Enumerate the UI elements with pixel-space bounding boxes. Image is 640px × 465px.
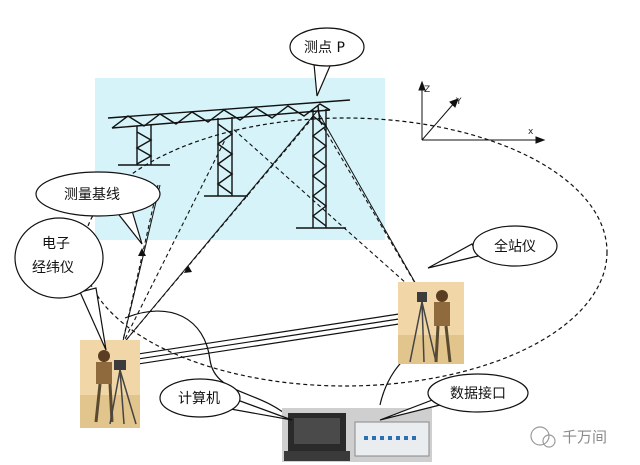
axis-y-label: Y <box>455 97 462 107</box>
sight-arrow-mid <box>184 265 192 273</box>
point-p-label: 测点 P <box>304 40 345 56</box>
wechat-icon <box>530 426 550 446</box>
total-station-photo <box>398 282 464 364</box>
baseline-label: 测量基线 <box>64 186 120 203</box>
structure-background <box>95 78 385 240</box>
axis-x-label: x <box>528 127 534 137</box>
callout-data-interface <box>379 373 529 421</box>
theodolite-label-line2: 经纬仪 <box>32 260 74 276</box>
callout-baseline <box>35 171 161 245</box>
cable-left <box>124 310 291 419</box>
coordinate-axes <box>418 80 546 144</box>
instrument-rays <box>121 109 426 346</box>
watermark <box>530 426 556 448</box>
callout-total-station <box>427 225 558 269</box>
computer-photo <box>282 408 432 462</box>
computer-label: 计算机 <box>178 391 220 407</box>
base-line <box>124 309 426 367</box>
data-interface-label: 数据接口 <box>450 385 506 402</box>
callout-theodolite <box>14 217 107 351</box>
theodolite-photo <box>80 340 140 428</box>
watermark-text: 千万间 <box>562 428 607 446</box>
theodolite-label-line1: 电子 <box>42 236 70 252</box>
callout-computer <box>159 378 293 421</box>
callout-point-p <box>289 27 365 97</box>
truss-structure <box>107 99 351 229</box>
axis-z-label: Z <box>424 85 430 95</box>
total-station-label: 全站仪 <box>494 238 536 255</box>
